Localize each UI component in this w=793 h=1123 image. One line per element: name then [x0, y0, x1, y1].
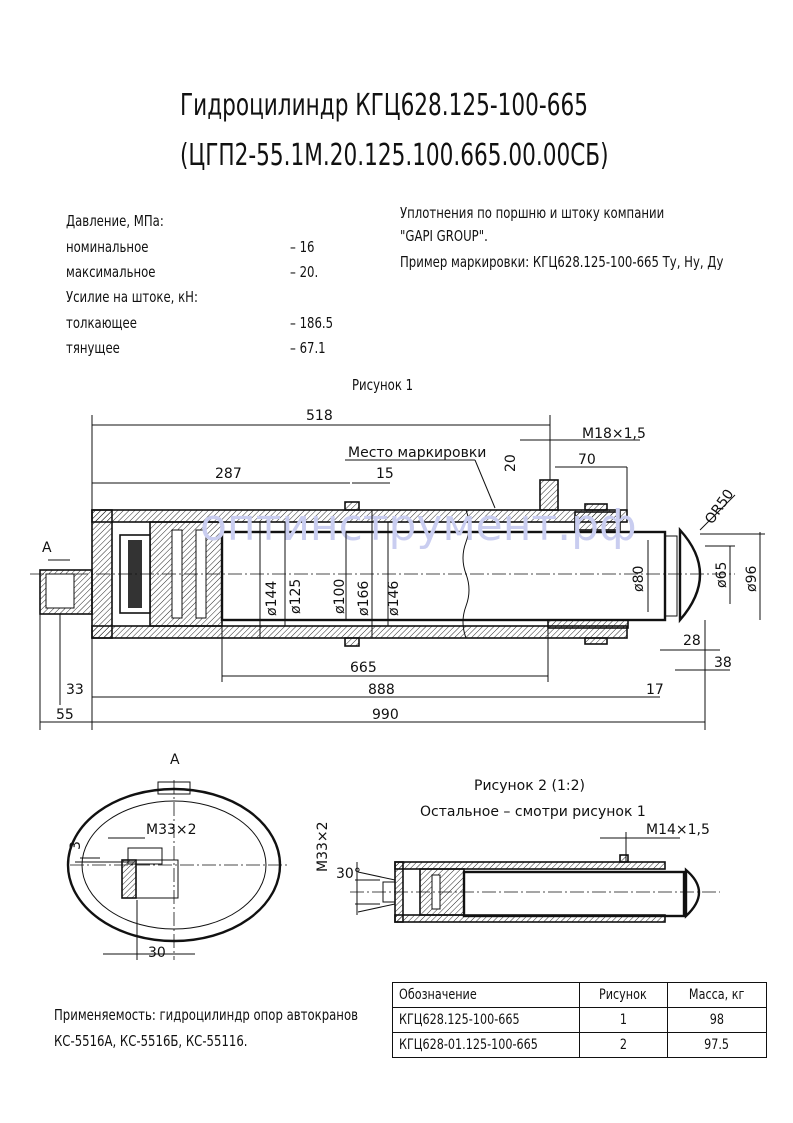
applicability-line-2: КС-5516А, КС-5516Б, КС-55116.: [54, 1032, 248, 1050]
max-value: – 20.: [290, 263, 319, 281]
title-line-2: (ЦГП2-55.1М.20.125.100.665.00.00СБ): [180, 138, 609, 173]
dim-888: 888: [368, 682, 395, 698]
nominal-label: номинальное: [66, 238, 149, 256]
pull-value: – 67.1: [290, 339, 326, 357]
marking-place-label: Место маркировки: [348, 445, 486, 461]
header-figure: Рисунок: [578, 982, 668, 1008]
dim-d146: ø146: [386, 581, 402, 616]
dim-70: 70: [578, 452, 596, 468]
dim-d125: ø125: [288, 579, 304, 614]
dim-d96: ø96: [744, 566, 760, 592]
figure2-subcaption: Остальное – смотри рисунок 1: [420, 804, 646, 820]
dim-287: 287: [215, 466, 242, 482]
dim-m18: M18×1,5: [582, 426, 646, 442]
figure2-caption: Рисунок 2 (1:2): [474, 778, 585, 794]
seals-note-2: "GAPI GROUP".: [400, 227, 488, 245]
dim-38: 38: [714, 655, 732, 671]
cell-figure: 2: [578, 1032, 668, 1058]
push-label: толкающее: [66, 314, 137, 332]
view-a-label: А: [170, 752, 180, 768]
dim-d144: ø144: [264, 581, 280, 616]
force-header: Усилие на штоке, кН:: [66, 288, 198, 306]
dim-d80: ø80: [631, 566, 647, 592]
view-a-marker: А: [42, 540, 52, 556]
figure2-angle: 30°: [336, 866, 361, 882]
nominal-value: – 16: [290, 238, 315, 256]
view-a: А M33×2 3 30: [66, 752, 290, 961]
pressure-header: Давление, МПа:: [66, 212, 164, 230]
marking-example: Пример маркировки: КГЦ628.125-100-665 Ту…: [400, 253, 724, 271]
cell-mass: 97.5: [666, 1032, 767, 1058]
dim-20: 20: [503, 454, 519, 472]
view-a-dim-30: 30: [148, 945, 166, 961]
dim-15: 15: [376, 466, 394, 482]
table-row: КГЦ628-01.125-100-665 2 97.5: [392, 1032, 767, 1058]
cell-designation: КГЦ628-01.125-100-665: [392, 1032, 580, 1058]
figure1-cylinder: [30, 479, 735, 647]
dim-d65: ø65: [714, 562, 730, 588]
header-designation: Обозначение: [392, 982, 580, 1008]
cell-figure: 1: [578, 1007, 668, 1033]
variants-table: Обозначение Рисунок Масса, кг КГЦ628.125…: [392, 982, 767, 1058]
dim-518: 518: [306, 408, 333, 424]
watermark: оптинструмент.рф: [200, 500, 637, 551]
figure2-m33: M33×2: [315, 821, 331, 872]
dim-28: 28: [683, 633, 701, 649]
dim-990: 990: [372, 707, 399, 723]
view-a-dim-3: 3: [68, 841, 84, 850]
dim-r50: OR50: [702, 487, 737, 528]
cell-mass: 98: [666, 1007, 767, 1033]
dim-665: 665: [350, 660, 377, 676]
max-label: максимальное: [66, 263, 156, 281]
table-row: КГЦ628.125-100-665 1 98: [392, 1007, 767, 1033]
header-mass: Масса, кг: [666, 982, 767, 1008]
figure2: Рисунок 2 (1:2) Остальное – смотри рисун…: [315, 778, 720, 923]
dim-55: 55: [56, 707, 74, 723]
applicability-line-1: Применяемость: гидроцилиндр опор автокра…: [54, 1006, 359, 1024]
dim-d166: ø166: [356, 581, 372, 616]
title-line-1: Гидроцилиндр КГЦ628.125-100-665: [180, 88, 588, 123]
figure1-dimension-labels: 518 287 15 Место маркировки 20 70 M18×1,…: [42, 408, 760, 723]
dim-33: 33: [66, 682, 84, 698]
table-header-row: Обозначение Рисунок Масса, кг: [392, 982, 767, 1008]
cell-designation: КГЦ628.125-100-665: [392, 1007, 580, 1033]
figure2-m14: M14×1,5: [646, 822, 710, 838]
dim-d100: ø100: [332, 579, 348, 614]
seals-note-1: Уплотнения по поршню и штоку компании: [400, 204, 665, 222]
push-value: – 186.5: [290, 314, 334, 332]
pull-label: тянущее: [66, 339, 120, 357]
view-a-m33: M33×2: [146, 822, 197, 838]
dim-17: 17: [646, 682, 664, 698]
figure1-caption: Рисунок 1: [352, 376, 414, 394]
figure1-dimensions: [39, 415, 765, 730]
